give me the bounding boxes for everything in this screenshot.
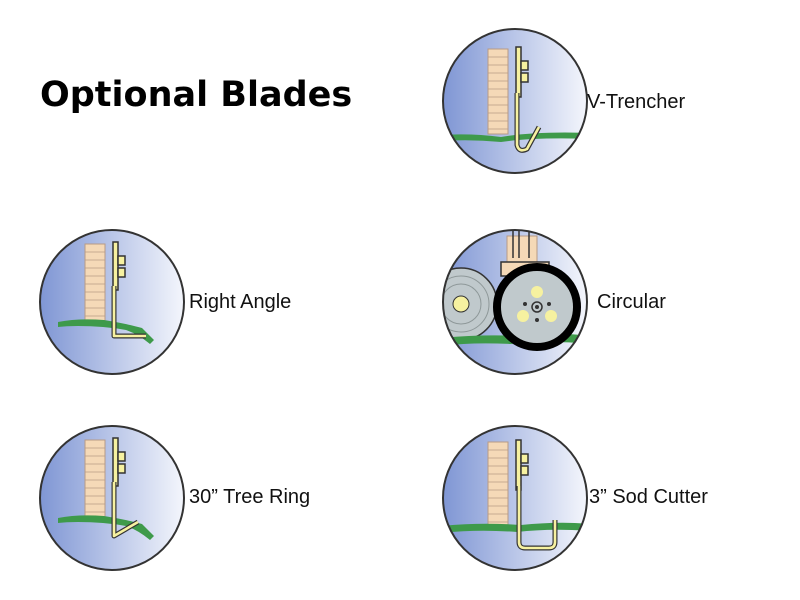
blade-right-angle: Right Angle xyxy=(38,228,358,378)
blade-v-trencher: V-Trencher xyxy=(441,27,741,177)
sod-cutter-blade-icon xyxy=(442,425,588,571)
blade-label: Circular xyxy=(597,291,666,313)
blade-sod-cutter: 3” Sod Cutter xyxy=(441,424,761,574)
blade-label: V-Trencher xyxy=(587,91,686,113)
v-trencher-blade-icon xyxy=(442,28,588,174)
blade-circular: Circular xyxy=(441,228,741,378)
blade-tree-ring: 30” Tree Ring xyxy=(38,424,358,574)
page-title: Optional Blades xyxy=(40,75,353,115)
blade-label: 30” Tree Ring xyxy=(189,486,311,508)
blade-label: Right Angle xyxy=(189,291,292,313)
circular-blade-icon xyxy=(442,229,588,375)
tree-ring-blade-icon xyxy=(39,425,185,571)
right-angle-blade-icon xyxy=(39,229,185,375)
blade-label: 3” Sod Cutter xyxy=(589,486,708,508)
